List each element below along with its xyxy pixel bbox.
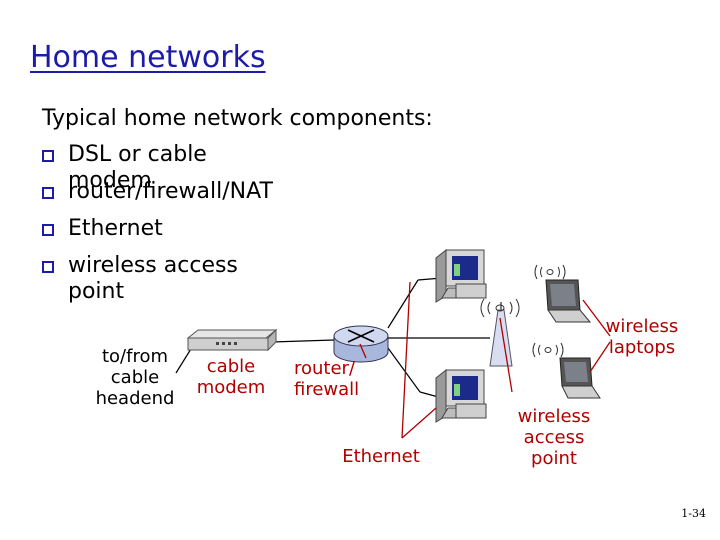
page-number: 1-34 — [681, 507, 706, 520]
checkbox-bullet-icon — [42, 150, 54, 162]
wireless-access-point-icon — [489, 302, 513, 367]
laptops-label: wireless laptops — [605, 316, 679, 358]
access-point-label: wireless access point — [517, 406, 591, 469]
desktop-computer-icon — [435, 248, 487, 303]
ethernet-label: Ethernet — [342, 446, 420, 467]
laptop-icon — [559, 357, 601, 399]
desktop-computer-icon — [435, 368, 487, 423]
laptop-icon — [545, 279, 592, 323]
component-list: DSL or cable modem router/firewall/NAT E… — [42, 142, 273, 304]
headend-label: to/from cable headend — [95, 346, 175, 409]
radio-waves-icon — [480, 298, 520, 318]
modem-label: cable modem — [196, 356, 266, 398]
checkbox-bullet-icon — [42, 261, 54, 273]
intro-text: Typical home network components: — [42, 106, 433, 131]
checkbox-bullet-icon — [42, 187, 54, 199]
checkbox-bullet-icon — [42, 224, 54, 236]
router-label: router/ firewall — [294, 358, 360, 400]
cable-modem-icon — [186, 328, 278, 352]
list-item: DSL or cable modem — [42, 142, 268, 193]
router-icon — [333, 325, 389, 363]
list-item: Ethernet — [42, 216, 268, 253]
slide-title: Home networks — [30, 40, 266, 75]
list-item: router/firewall/NAT — [42, 179, 273, 216]
radio-waves-icon — [532, 342, 564, 358]
list-item: wireless access point — [42, 253, 268, 304]
radio-waves-icon — [534, 264, 566, 280]
